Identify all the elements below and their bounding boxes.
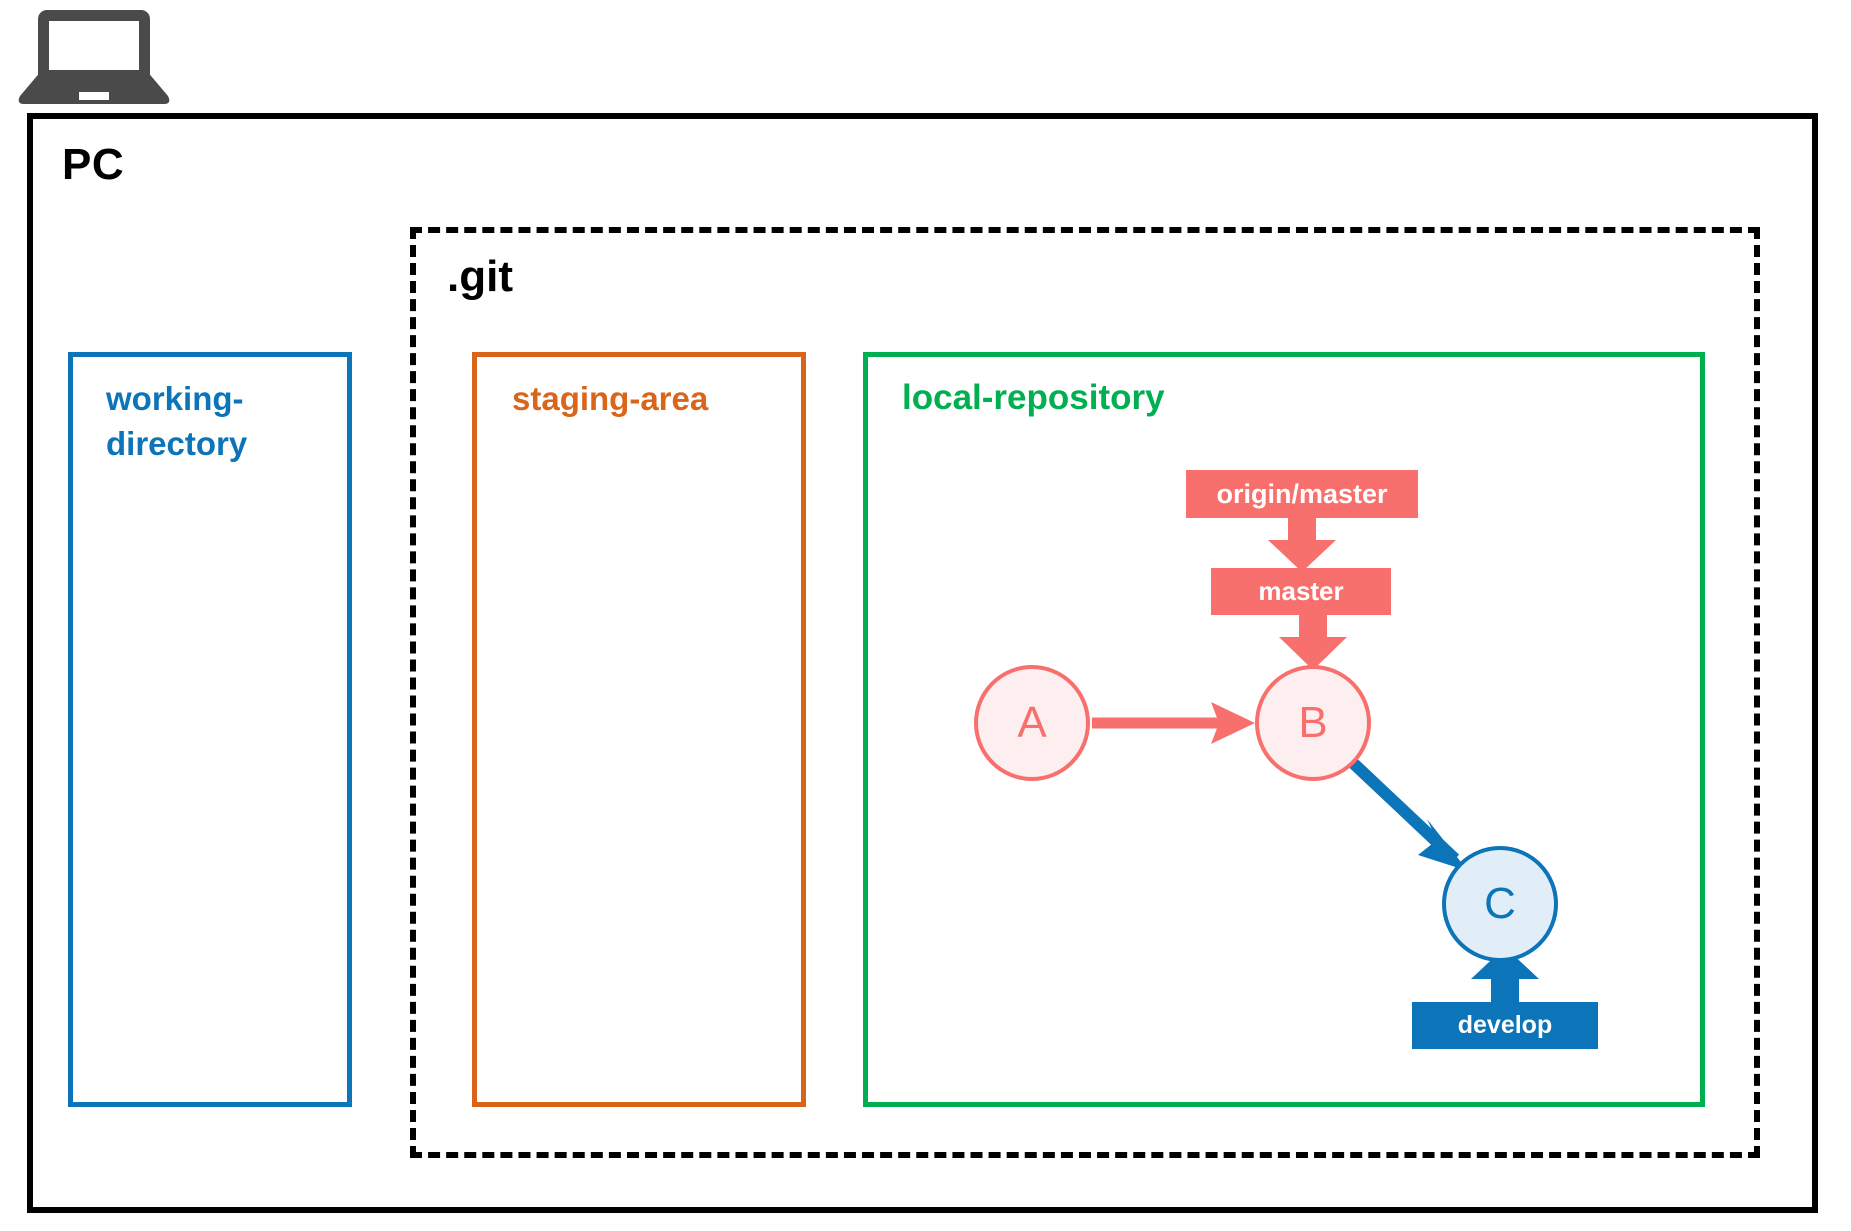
pc-label: PC [62,140,125,189]
git-label: .git [447,252,513,301]
working-directory-label-line2: directory [106,424,248,462]
laptop-icon [16,8,172,106]
branch-label-master[interactable]: master [1211,568,1391,615]
branch-label-develop[interactable]: develop [1412,1002,1598,1049]
commit-node-a[interactable]: A [974,665,1090,781]
working-directory-label: working- directory [106,377,336,466]
local-repository-label: local-repository [902,378,1165,417]
branch-label-origin-master[interactable]: origin/master [1186,470,1418,518]
git-boundary [410,227,1760,1158]
staging-area-label: staging-area [512,380,709,417]
working-directory-label-line1: working- [106,380,244,417]
commit-node-c[interactable]: C [1442,846,1558,962]
commit-node-b[interactable]: B [1255,665,1371,781]
staging-area-box [472,352,806,1107]
working-directory-box [68,352,352,1107]
